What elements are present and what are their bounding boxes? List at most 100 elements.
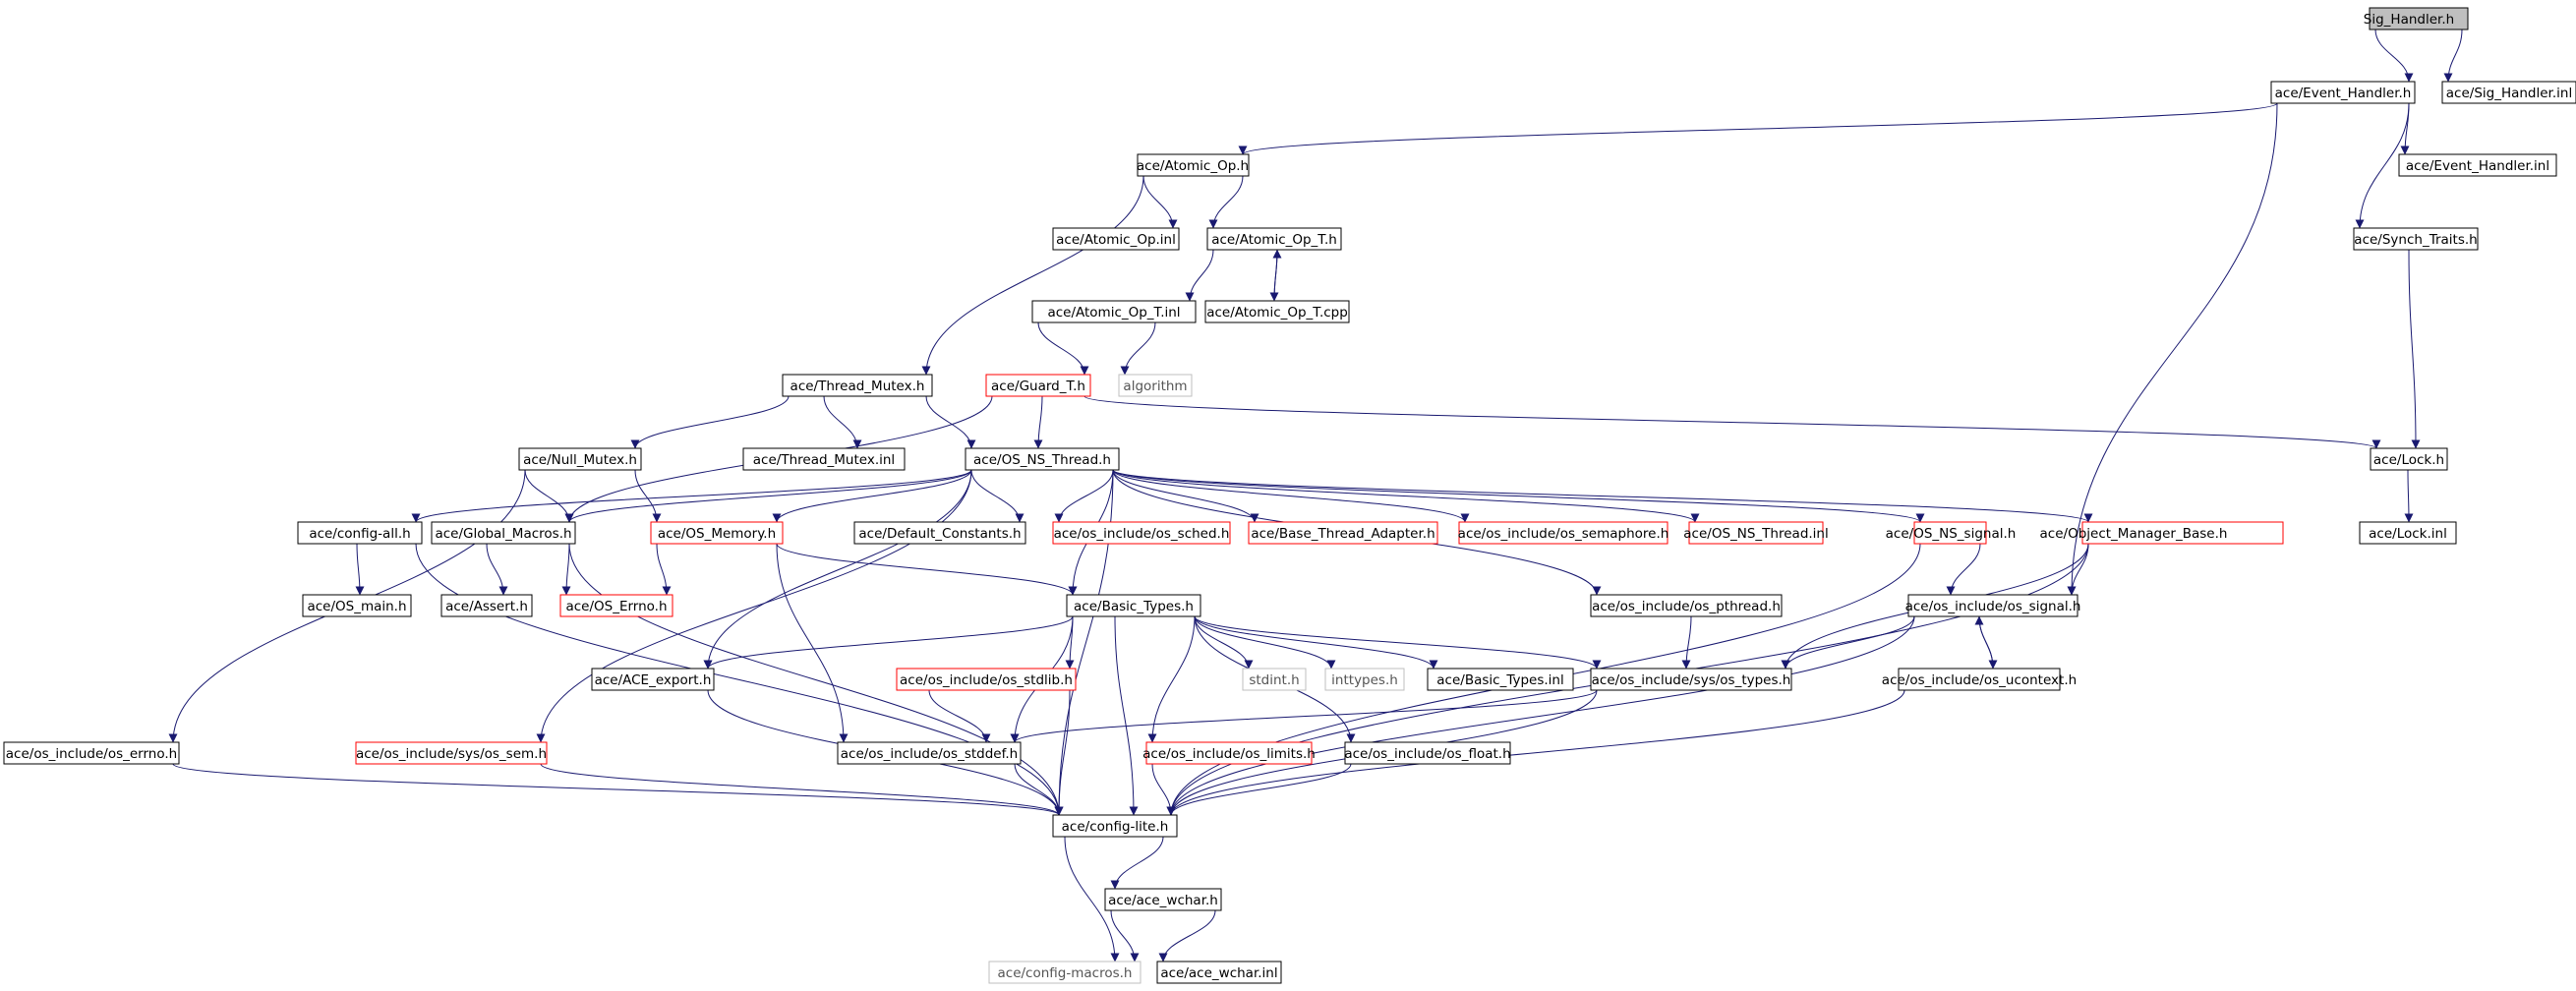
node-null-mutex-h[interactable]: ace/Null_Mutex.h — [518, 447, 642, 471]
node-box — [2441, 81, 2576, 104]
node-lock-h[interactable]: ace/Lock.h — [2370, 447, 2448, 471]
node-atomic-op-t-inl[interactable]: ace/Atomic_Op_T.inl — [1031, 300, 1197, 323]
node-label: ace/Default_Constants.h — [858, 526, 1021, 542]
node-box — [1052, 227, 1180, 251]
node-box — [1458, 521, 1669, 545]
node-box — [2370, 447, 2448, 471]
node-label: ace/ACE_export.h — [595, 672, 712, 688]
edge-os-float-h-to-config-lite-h — [1166, 763, 1352, 816]
node-lock-inl[interactable]: ace/Lock.inl — [2359, 521, 2457, 545]
edge-sig-handler-h-to-event-handler-h — [2374, 29, 2414, 83]
node-basic-types-h[interactable]: ace/Basic_Types.h — [1066, 594, 1201, 617]
node-global-macros-h[interactable]: ace/Global_Macros.h — [431, 521, 576, 545]
node-inttypes-h[interactable]: inttypes.h — [1324, 668, 1405, 691]
node-box — [1907, 594, 2078, 617]
node-os-ucontext-h[interactable]: ace/os_include/os_ucontext.h — [1882, 668, 2077, 691]
edge-os-errno-h-to-config-lite-h — [172, 763, 1064, 816]
node-guard-t-h[interactable]: ace/Guard_T.h — [985, 374, 1091, 397]
node-os-memory-h[interactable]: ace/OS_Memory.h — [650, 521, 784, 545]
node-box — [1590, 668, 1792, 691]
node-label: ace/os_include/sys/os_sem.h — [356, 746, 547, 762]
node-os-ns-thread-h[interactable]: ace/OS_NS_Thread.h — [965, 447, 1120, 471]
node-thread-mutex-inl[interactable]: ace/Thread_Mutex.inl — [742, 447, 906, 471]
node-os-stdlib-h[interactable]: ace/os_include/os_stdlib.h — [896, 668, 1077, 691]
edge-os-ns-thread-h-to-global-macros-h — [564, 469, 972, 523]
node-label: ace/Object_Manager_Base.h — [2040, 526, 2228, 542]
node-os-sem-h[interactable]: ace/os_include/sys/os_sem.h — [355, 741, 548, 765]
node-box — [1344, 741, 1511, 765]
node-box — [2398, 153, 2557, 177]
node-ace-export-h[interactable]: ace/ACE_export.h — [591, 668, 715, 691]
node-box — [985, 374, 1091, 397]
node-label: ace/OS_main.h — [307, 599, 406, 614]
edge-thread-mutex-h-to-thread-mutex-inl — [823, 395, 862, 449]
node-label: ace/Atomic_Op.inl — [1056, 232, 1176, 248]
node-config-lite-h[interactable]: ace/config-lite.h — [1052, 814, 1178, 838]
node-os-errno-h[interactable]: ace/os_include/os_errno.h — [3, 741, 180, 765]
edge-atomic-op-h-to-atomic-op-t-h — [1208, 175, 1244, 229]
node-os-limits-h[interactable]: ace/os_include/os_limits.h — [1142, 741, 1316, 765]
node-label: ace/Global_Macros.h — [435, 526, 571, 542]
node-os-stddef-h[interactable]: ace/os_include/os_stddef.h — [837, 741, 1022, 765]
node-event-handler-inl[interactable]: ace/Event_Handler.inl — [2398, 153, 2557, 177]
node-thread-mutex-h[interactable]: ace/Thread_Mutex.h — [782, 374, 933, 397]
node-os-pthread-h[interactable]: ace/os_include/os_pthread.h — [1590, 594, 1783, 617]
node-config-macros-h[interactable]: ace/config-macros.h — [988, 961, 1142, 984]
node-os-ns-signal-h[interactable]: ace/OS_NS_signal.h — [1886, 521, 2017, 545]
node-algorithm[interactable]: algorithm — [1118, 374, 1193, 397]
edge-os-signal-h-to-config-lite-h — [1166, 615, 1915, 816]
node-sig-handler-inl[interactable]: ace/Sig_Handler.inl — [2441, 81, 2576, 104]
edge-os-memory-h-to-os-errno-ace-h — [656, 543, 672, 596]
node-box — [591, 668, 715, 691]
node-label: ace/Atomic_Op.h — [1137, 158, 1249, 174]
edge-guard-t-h-to-os-ns-thread-h — [1033, 395, 1043, 449]
node-base-thread-adapter-h[interactable]: ace/Base_Thread_Adapter.h — [1248, 521, 1438, 545]
node-label: ace/Thread_Mutex.h — [790, 379, 925, 394]
node-atomic-op-t-h[interactable]: ace/Atomic_Op_T.h — [1206, 227, 1342, 251]
node-config-all-h[interactable]: ace/config-all.h — [297, 521, 423, 545]
node-ace-wchar-inl[interactable]: ace/ace_wchar.inl — [1156, 961, 1282, 984]
node-basic-types-inl[interactable]: ace/Basic_Types.inl — [1427, 668, 1574, 691]
node-label: ace/OS_NS_Thread.h — [973, 452, 1111, 468]
node-label: ace/os_include/os_signal.h — [1905, 599, 2081, 614]
node-os-types-h[interactable]: ace/os_include/sys/os_types.h — [1590, 668, 1792, 691]
node-box — [1898, 668, 2061, 691]
edge-null-mutex-h-to-os-memory-h — [634, 469, 662, 523]
node-os-ns-thread-inl[interactable]: ace/OS_NS_Thread.inl — [1683, 521, 1829, 545]
node-label: ace/Event_Handler.inl — [2406, 158, 2549, 174]
node-ace-wchar-h[interactable]: ace/ace_wchar.h — [1104, 888, 1222, 911]
node-box — [3, 741, 180, 765]
node-sig-handler-h[interactable]: Sig_Handler.h — [2364, 7, 2469, 30]
node-label: ace/Atomic_Op_T.h — [1211, 232, 1337, 248]
edge-ace-wchar-h-to-config-macros-h — [1110, 909, 1140, 962]
edge-os-ns-thread-h-to-os-ns-signal-h — [1112, 469, 1925, 523]
edge-os-stdlib-h-to-config-lite-h — [1054, 689, 1071, 816]
edge-os-pthread-h-to-os-types-h — [1681, 615, 1692, 670]
node-os-errno-ace-h[interactable]: ace/OS_Errno.h — [559, 594, 673, 617]
edge-basic-types-h-to-basic-types-inl — [1194, 615, 1438, 670]
node-os-sched-h[interactable]: ace/os_include/os_sched.h — [1052, 521, 1231, 545]
node-object-manager-base-h[interactable]: ace/Object_Manager_Base.h — [2040, 521, 2284, 545]
edge-os-ns-thread-h-to-ace-export-h — [703, 469, 972, 670]
edge-thread-mutex-h-to-os-ns-thread-h — [925, 395, 976, 449]
node-os-float-h[interactable]: ace/os_include/os_float.h — [1344, 741, 1511, 765]
node-os-main-h[interactable]: ace/OS_main.h — [302, 594, 412, 617]
node-box — [1248, 521, 1438, 545]
node-box — [2369, 7, 2469, 30]
node-label: ace/os_include/sys/os_types.h — [1592, 672, 1791, 688]
node-label: ace/os_include/os_stdlib.h — [900, 672, 1073, 688]
node-box — [559, 594, 673, 617]
node-atomic-op-h[interactable]: ace/Atomic_Op.h — [1137, 153, 1250, 177]
node-event-handler-h[interactable]: ace/Event_Handler.h — [2270, 81, 2416, 104]
node-atomic-op-t-cpp[interactable]: ace/Atomic_Op_T.cpp — [1204, 300, 1350, 323]
node-stdint-h[interactable]: stdint.h — [1242, 668, 1307, 691]
node-label: ace/Atomic_Op_T.cpp — [1206, 305, 1348, 321]
edge-os-limits-h-to-config-lite-h — [1151, 763, 1176, 816]
node-os-signal-h[interactable]: ace/os_include/os_signal.h — [1905, 594, 2081, 617]
node-default-constants-h[interactable]: ace/Default_Constants.h — [853, 521, 1026, 545]
node-synch-traits-h[interactable]: ace/Synch_Traits.h — [2353, 227, 2479, 251]
node-atomic-op-inl[interactable]: ace/Atomic_Op.inl — [1052, 227, 1180, 251]
node-label: ace/os_include/os_semaphore.h — [1458, 526, 1669, 542]
node-assert-h[interactable]: ace/Assert.h — [440, 594, 533, 617]
node-os-semaphore-h[interactable]: ace/os_include/os_semaphore.h — [1458, 521, 1669, 545]
